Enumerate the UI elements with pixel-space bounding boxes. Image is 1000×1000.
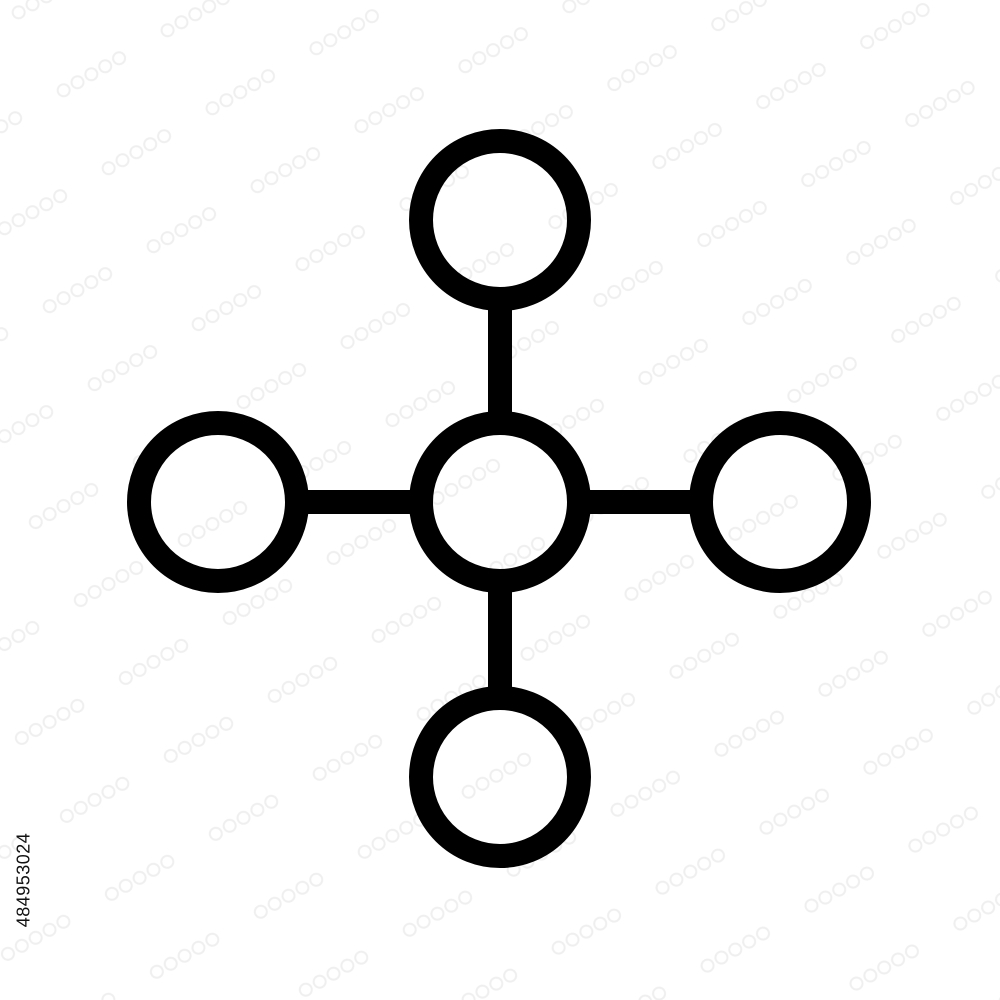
stock-id-text: 484953024 (13, 832, 34, 928)
node-right (689, 411, 871, 593)
node-left (127, 411, 309, 593)
node-center (409, 411, 591, 593)
node-bottom (409, 686, 591, 868)
node-top (409, 129, 591, 311)
stock-id-label: 484953024 (4, 760, 44, 1000)
